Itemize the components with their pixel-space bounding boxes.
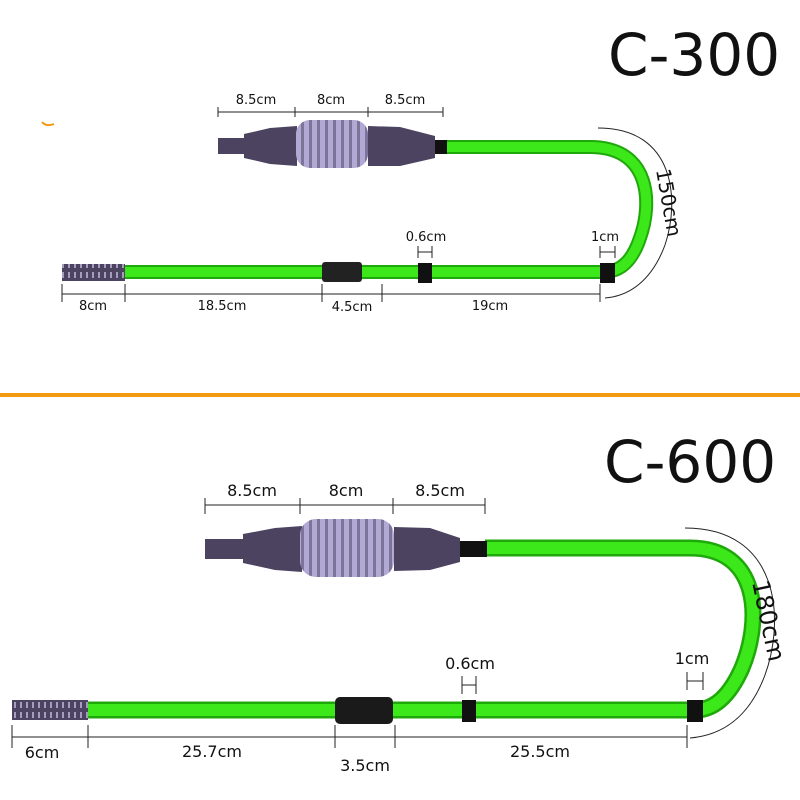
c300-clip-small	[418, 263, 432, 283]
c600-foam-block	[335, 697, 393, 724]
c600-clip-large-dim	[686, 672, 704, 690]
c600-clip-small-dim	[461, 676, 477, 694]
c600-clip-small-label: 0.6cm	[445, 654, 495, 673]
c600-top-dim-1: 8.5cm	[227, 481, 277, 500]
c300-top-dim-1: 8.5cm	[236, 93, 277, 108]
c300-connector	[322, 262, 362, 282]
c600-length-arc	[684, 527, 775, 739]
c300-section: C-300 8.5cm 8cm 8.5cm 8cm 18.5cm 4.5cm 1…	[41, 21, 780, 315]
c600-clip-large-label: 1cm	[675, 649, 710, 668]
c300-top-dim-3: 8.5cm	[385, 93, 426, 108]
c600-top-dim-3: 8.5cm	[415, 481, 465, 500]
c300-strainer	[62, 264, 125, 281]
c300-clip-large-label: 1cm	[591, 230, 619, 245]
c300-bottom-dim-3: 4.5cm	[332, 300, 373, 315]
c300-bottom-dim-1: 8cm	[79, 299, 107, 314]
c600-bulb	[300, 519, 394, 577]
c600-clip-large	[687, 700, 703, 722]
c600-green-tube	[88, 539, 762, 719]
c300-clip-large-dim	[599, 246, 616, 258]
orange-mark	[41, 121, 55, 127]
c600-bottom-dim-2: 25.7cm	[182, 742, 242, 761]
c300-title: C-300	[608, 21, 780, 89]
c600-clip-small	[462, 700, 476, 722]
c600-top-dim-2: 8cm	[329, 481, 364, 500]
c300-bottom-dim-2: 18.5cm	[198, 299, 247, 314]
c600-bottom-dim-1: 6cm	[25, 743, 60, 762]
c300-top-dim-line	[217, 107, 444, 117]
c600-top-dim-line	[204, 498, 486, 514]
c600-bottom-dim-3: 3.5cm	[340, 756, 390, 775]
c600-bottom-dim-4: 25.5cm	[510, 742, 570, 761]
c300-clip-small-label: 0.6cm	[406, 230, 447, 245]
section-divider	[0, 393, 800, 397]
c600-pump	[205, 519, 487, 577]
c300-top-dim-2: 8cm	[317, 93, 345, 108]
c600-strainer	[12, 700, 88, 720]
c300-bulb	[296, 120, 368, 168]
c300-bottom-dim-4: 19cm	[472, 299, 508, 314]
c300-pump	[218, 120, 447, 168]
c600-bottom-dim-line	[11, 725, 688, 748]
c300-tube-length: 150cm	[651, 167, 687, 239]
c300-clip-small-dim	[417, 246, 433, 258]
c300-clip-large	[600, 263, 615, 283]
c300-length-arc	[597, 127, 673, 299]
c600-section: C-600 8.5cm 8cm 8.5cm 6cm 25.7cm 3.5cm 2…	[11, 428, 791, 775]
c600-title: C-600	[604, 428, 776, 496]
c300-bottom-dim-line	[61, 284, 601, 302]
